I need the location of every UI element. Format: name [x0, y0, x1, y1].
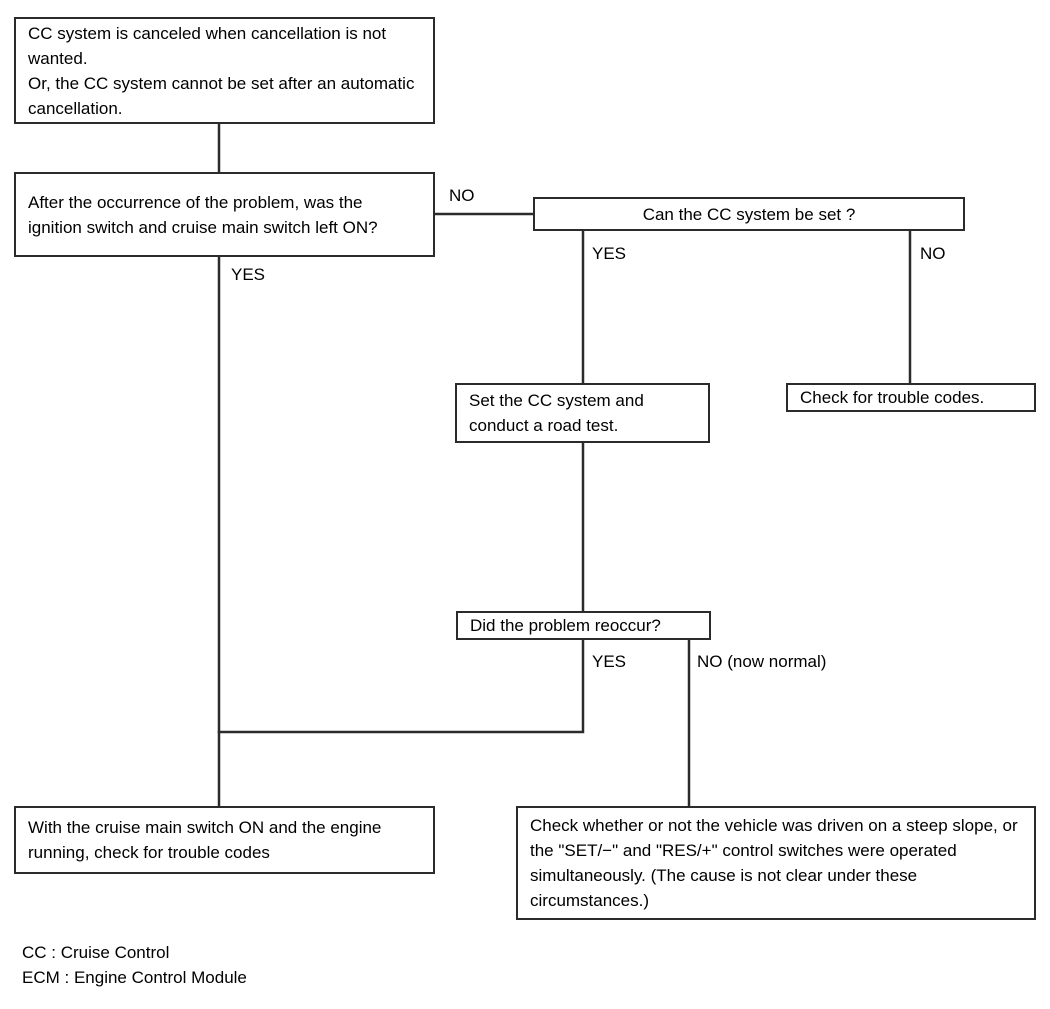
edge-label-ignition-no: NO [449, 186, 475, 205]
edge-label-reoccur-no: NO (now normal) [697, 652, 827, 671]
symptom-box: CC system is canceled when cancellation … [14, 17, 435, 124]
cruise-on-check-codes-box: With the cruise main switch ON and the e… [14, 806, 435, 874]
question-ignition-text: After the occurrence of the problem, was… [28, 192, 378, 237]
edge-label-can-set-no: NO [920, 244, 946, 263]
question-ignition-box: After the occurrence of the problem, was… [14, 172, 435, 257]
set-and-road-test-text: Set the CC system and conduct a road tes… [469, 391, 644, 435]
symptom-text: CC system is canceled when cancellation … [28, 23, 415, 118]
question-can-set-text: Can the CC system be set ? [642, 204, 856, 224]
wire-reoccur-yes [217, 637, 585, 734]
edge-label-ignition-yes: YES [231, 265, 266, 284]
question-reoccur-box: Did the problem reoccur? [456, 611, 711, 640]
abbreviation-legend: CC : Cruise Control ECM : Engine Control… [22, 943, 247, 987]
cruise-on-check-codes-text: With the cruise main switch ON and the e… [28, 818, 382, 862]
edge-label-can-set-yes: YES [592, 244, 627, 263]
check-trouble-codes-text: Check for trouble codes. [800, 388, 985, 407]
steep-slope-note-text: Check whether or not the vehicle was dri… [530, 816, 1018, 910]
edge-label-reoccur-yes: YES [592, 652, 627, 671]
steep-slope-note-box: Check whether or not the vehicle was dri… [516, 806, 1036, 920]
question-can-set-box: Can the CC system be set ? [533, 197, 965, 231]
set-and-road-test-box: Set the CC system and conduct a road tes… [455, 383, 710, 443]
check-trouble-codes-box: Check for trouble codes. [786, 383, 1036, 412]
question-reoccur-text: Did the problem reoccur? [470, 616, 661, 635]
